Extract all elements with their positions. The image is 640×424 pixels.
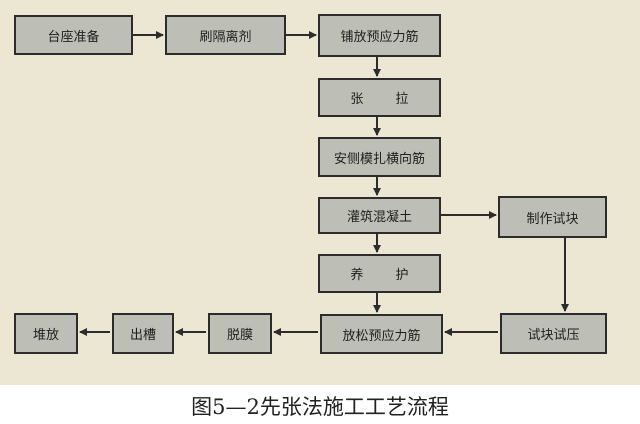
- node-lay-tendons: 铺放预应力筋: [318, 14, 441, 57]
- node-specimen-test: 试块试压: [500, 313, 607, 354]
- figure-caption: 图5—2先张法施工工艺流程: [191, 394, 449, 419]
- node-install-formwork: 安侧模扎横向筋: [318, 137, 441, 177]
- node-pour-concrete: 灌筑混凝土: [318, 197, 441, 234]
- node-release-tendons: 放松预应力筋: [320, 314, 443, 354]
- node-curing: 养 护: [318, 254, 441, 293]
- node-make-specimen: 制作试块: [498, 196, 607, 238]
- flow-connectors: [79, 31, 569, 336]
- node-stacking: 堆放: [14, 313, 78, 354]
- node-demold: 脱膜: [208, 313, 272, 354]
- node-pedestal-prep: 台座准备: [14, 15, 133, 55]
- node-brush-release-agent: 刷隔离剂: [165, 15, 286, 55]
- node-out-of-trough: 出槽: [112, 313, 174, 354]
- flowchart-canvas: 台座准备 刷隔离剂 铺放预应力筋 张 拉 安侧模扎横向筋 灌筑混凝土 制作试块 …: [0, 0, 640, 385]
- node-tension: 张 拉: [318, 78, 441, 117]
